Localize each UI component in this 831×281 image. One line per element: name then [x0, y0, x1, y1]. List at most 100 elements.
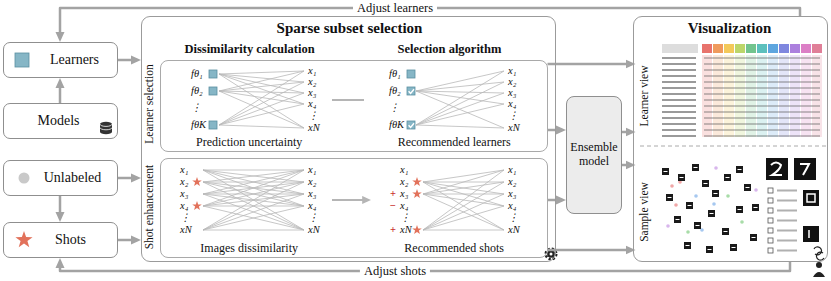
graph-caption: Images dissimilarity — [200, 242, 298, 256]
math-symbol: ⋮ — [180, 211, 191, 225]
sample-scatter — [662, 164, 759, 253]
box-label: Models — [38, 112, 80, 128]
sample-detail — [807, 194, 815, 238]
bipartite-lines — [423, 170, 504, 230]
input-icons — [19, 173, 30, 184]
shot-stars — [192, 177, 202, 186]
learner-table — [662, 44, 822, 137]
math-symbol: fθ₁ — [191, 67, 203, 81]
bipartite-lines — [416, 71, 504, 128]
learner-table — [713, 44, 723, 53]
shot-stars — [412, 189, 422, 198]
sample-scatter — [670, 184, 674, 188]
panel-title: Visualization — [688, 20, 772, 37]
sample-scatter — [694, 194, 698, 198]
math-symbol: x₁ — [308, 64, 316, 78]
math-symbol: xN — [180, 223, 192, 237]
sample-detail — [768, 198, 773, 203]
math-symbol: ⋮ — [308, 109, 319, 123]
math-symbol: ⋮ — [389, 101, 400, 115]
sample-detail — [777, 191, 797, 251]
view-region: Sample view — [636, 150, 826, 260]
module-panel: VisualizationLearner viewSample view — [633, 16, 828, 262]
bipartite-lines — [219, 71, 304, 128]
stage-box: Shot enhancementImages dissimilarityReco… — [160, 158, 548, 258]
sample-detail — [803, 190, 819, 206]
math-symbol: ⋮ — [400, 211, 411, 225]
view-region: Learner view — [636, 40, 826, 144]
arrow-connector — [548, 199, 559, 202]
math-symbol: x₁ — [508, 163, 516, 177]
math-symbol: x₂ — [508, 175, 516, 189]
arrow-connector — [118, 177, 133, 180]
arrow-connector — [622, 164, 628, 167]
math-symbol: x₂ — [400, 175, 408, 189]
shot-stars — [192, 177, 422, 234]
sample-scatter — [674, 203, 678, 207]
view-divider — [640, 146, 826, 147]
learner-table — [662, 44, 698, 53]
sample-scatter — [662, 164, 759, 253]
graph-caption: Prediction uncertainty — [196, 136, 302, 150]
gear-icon — [547, 250, 555, 258]
sample-detail — [768, 228, 773, 233]
module-panel: Sparse subset selectionDissimilarity cal… — [141, 16, 556, 262]
column-heading: Selection algorithm — [398, 41, 502, 55]
user-icon — [816, 262, 822, 268]
sample-scatter — [666, 224, 670, 228]
check-mark — [409, 89, 414, 127]
arrow-connector — [118, 239, 133, 242]
learner-table — [801, 44, 811, 53]
learner-table — [662, 57, 696, 137]
arrow-connector — [548, 129, 559, 132]
math-symbol: x₃ — [308, 86, 316, 100]
sample-scatter — [666, 166, 758, 228]
learner-squares — [407, 70, 415, 78]
shot-stars — [412, 225, 422, 234]
input-icons — [15, 53, 112, 247]
math-symbol: x₄ — [508, 199, 516, 213]
sample-detail — [768, 248, 773, 253]
arrow-connector — [118, 59, 133, 62]
sample-detail — [794, 158, 816, 180]
database-icon — [100, 124, 112, 130]
input-icons — [15, 231, 32, 247]
math-symbol: x₃ — [508, 86, 516, 100]
learner-table — [746, 44, 756, 53]
arrow-connector — [59, 196, 62, 214]
learner-table — [768, 44, 778, 53]
sample-scatter — [714, 166, 718, 170]
arrow-connector — [622, 131, 628, 134]
input-box: Models — [3, 103, 118, 139]
learner-table — [812, 44, 822, 53]
math-symbol: x₁ — [508, 64, 516, 78]
box-label: Ensemble model — [570, 141, 618, 169]
box-label: Learners — [50, 51, 99, 67]
sample-scatter — [670, 180, 682, 207]
sample-detail — [771, 163, 782, 176]
math-symbol: x₃ — [400, 187, 408, 201]
math-symbol: x₃ — [508, 187, 516, 201]
learner-table — [724, 44, 734, 53]
math-symbol: fθ₁ — [389, 67, 401, 81]
database-icon — [100, 122, 112, 134]
stage-box: Learner selectionPrediction uncertaintyR… — [160, 60, 548, 152]
math-symbol: x₂ — [508, 75, 516, 89]
shot-stars — [412, 177, 422, 186]
sample-detail — [803, 226, 819, 242]
arrow-connector — [548, 249, 628, 252]
math-symbol: x₂ — [308, 75, 316, 89]
user-icon — [813, 272, 825, 277]
math-symbol: x₄ — [308, 97, 316, 111]
math-symbol: xN — [400, 223, 412, 237]
sample-scatter — [754, 188, 758, 192]
math-symbol: x₄ — [180, 199, 188, 213]
box-label: Shots — [55, 231, 86, 247]
input-box: Shots — [3, 222, 118, 258]
arrow-connector — [548, 63, 628, 66]
sample-detail — [768, 238, 773, 243]
step-arrow — [332, 100, 364, 200]
math-symbol: x₂ — [308, 175, 316, 189]
math-symbol: ⋮ — [508, 109, 519, 123]
math-symbol: ⋮ — [308, 211, 319, 225]
